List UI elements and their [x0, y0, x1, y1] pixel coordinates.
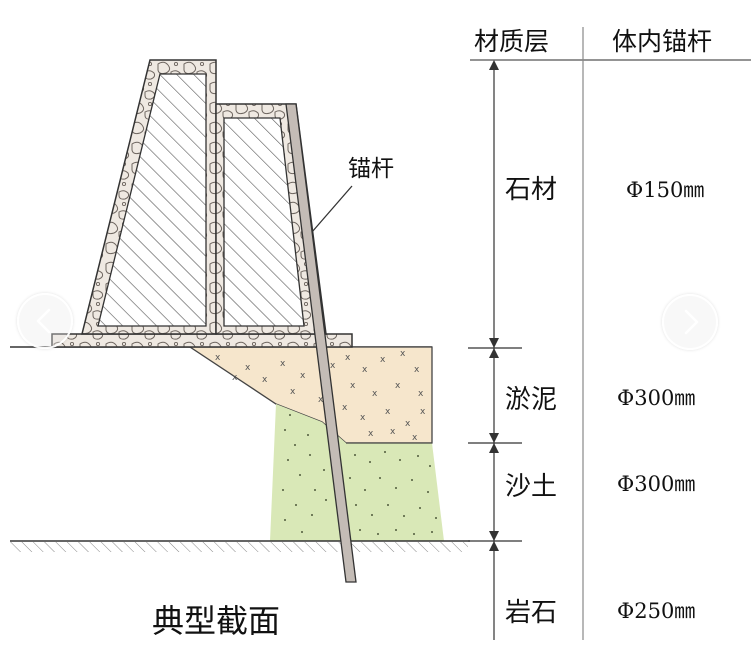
- svg-text:x: x: [300, 371, 306, 381]
- svg-text:x: x: [395, 381, 401, 391]
- anchor-rod-leader: [311, 185, 353, 233]
- svg-text:x: x: [414, 365, 420, 375]
- anchor-rod: [285, 103, 357, 583]
- svg-text:x: x: [405, 419, 411, 429]
- row-bg-sand: [500, 466, 560, 506]
- anchor-rod-label: 锚杆: [348, 156, 394, 182]
- svg-text:x: x: [368, 429, 374, 439]
- chevron-left-icon: [36, 308, 51, 334]
- svg-text:x: x: [412, 433, 418, 443]
- svg-text:x: x: [362, 365, 368, 375]
- dimension-tick-2: [468, 433, 522, 453]
- dimension-tick-1: [468, 338, 522, 358]
- wall-base-slab: [51, 333, 353, 348]
- row-material-silt: 淤泥: [505, 385, 557, 415]
- row-bg-stone: [500, 168, 560, 208]
- sand-layer: [270, 404, 444, 541]
- header-material: 材质层: [474, 27, 549, 56]
- silt-texture: xxx xxx xxx xxx xxx xxx xxx xxx xx: [215, 349, 426, 443]
- row-anchor-sand: Φ300㎜: [617, 472, 695, 496]
- row-material-rock: 岩石: [505, 598, 557, 628]
- svg-text:x: x: [215, 353, 221, 363]
- svg-text:x: x: [385, 407, 391, 417]
- svg-text:x: x: [420, 407, 426, 417]
- material-table: 材质层 体内锚杆 石材 Φ150㎜ 淤泥 Φ300㎜ 沙土: [468, 27, 751, 640]
- carousel-next-button[interactable]: [662, 294, 718, 350]
- svg-text:x: x: [418, 389, 424, 399]
- svg-text:x: x: [280, 359, 286, 369]
- svg-text:x: x: [380, 355, 386, 365]
- dimension-tick-3: [468, 531, 522, 551]
- diagram-caption: 典型截面: [152, 602, 280, 640]
- chevron-right-icon: [684, 309, 699, 335]
- svg-text:x: x: [245, 363, 251, 373]
- wall-main-core: [97, 73, 207, 327]
- sand-texture: [282, 414, 437, 535]
- svg-text:x: x: [345, 353, 351, 363]
- svg-text:x: x: [262, 375, 268, 385]
- row-material-stone: 石材: [505, 175, 557, 205]
- row-bg-rock: [500, 592, 560, 632]
- header-anchor: 体内锚杆: [612, 27, 712, 56]
- carousel-prev-button[interactable]: [17, 293, 73, 349]
- svg-text:x: x: [318, 395, 324, 405]
- dimension-arrow-top: [489, 60, 499, 70]
- row-anchor-stone: Φ150㎜: [626, 178, 704, 202]
- strata: xxx xxx xxx xxx xxx xxx xxx xxx xx: [10, 346, 470, 552]
- svg-text:x: x: [342, 403, 348, 413]
- row-bg-silt: [500, 378, 560, 418]
- wall-right-core: [223, 117, 305, 327]
- row-material-sand: 沙土: [505, 472, 557, 502]
- svg-text:x: x: [360, 413, 366, 423]
- svg-text:x: x: [290, 387, 296, 397]
- svg-text:x: x: [232, 373, 238, 383]
- rock-hatch: [10, 542, 468, 552]
- svg-text:x: x: [390, 427, 396, 437]
- svg-text:x: x: [372, 389, 378, 399]
- svg-text:x: x: [330, 361, 336, 371]
- svg-text:x: x: [400, 349, 406, 359]
- row-anchor-rock: Φ250㎜: [617, 599, 695, 623]
- svg-text:x: x: [350, 381, 356, 391]
- row-anchor-silt: Φ300㎜: [617, 386, 695, 410]
